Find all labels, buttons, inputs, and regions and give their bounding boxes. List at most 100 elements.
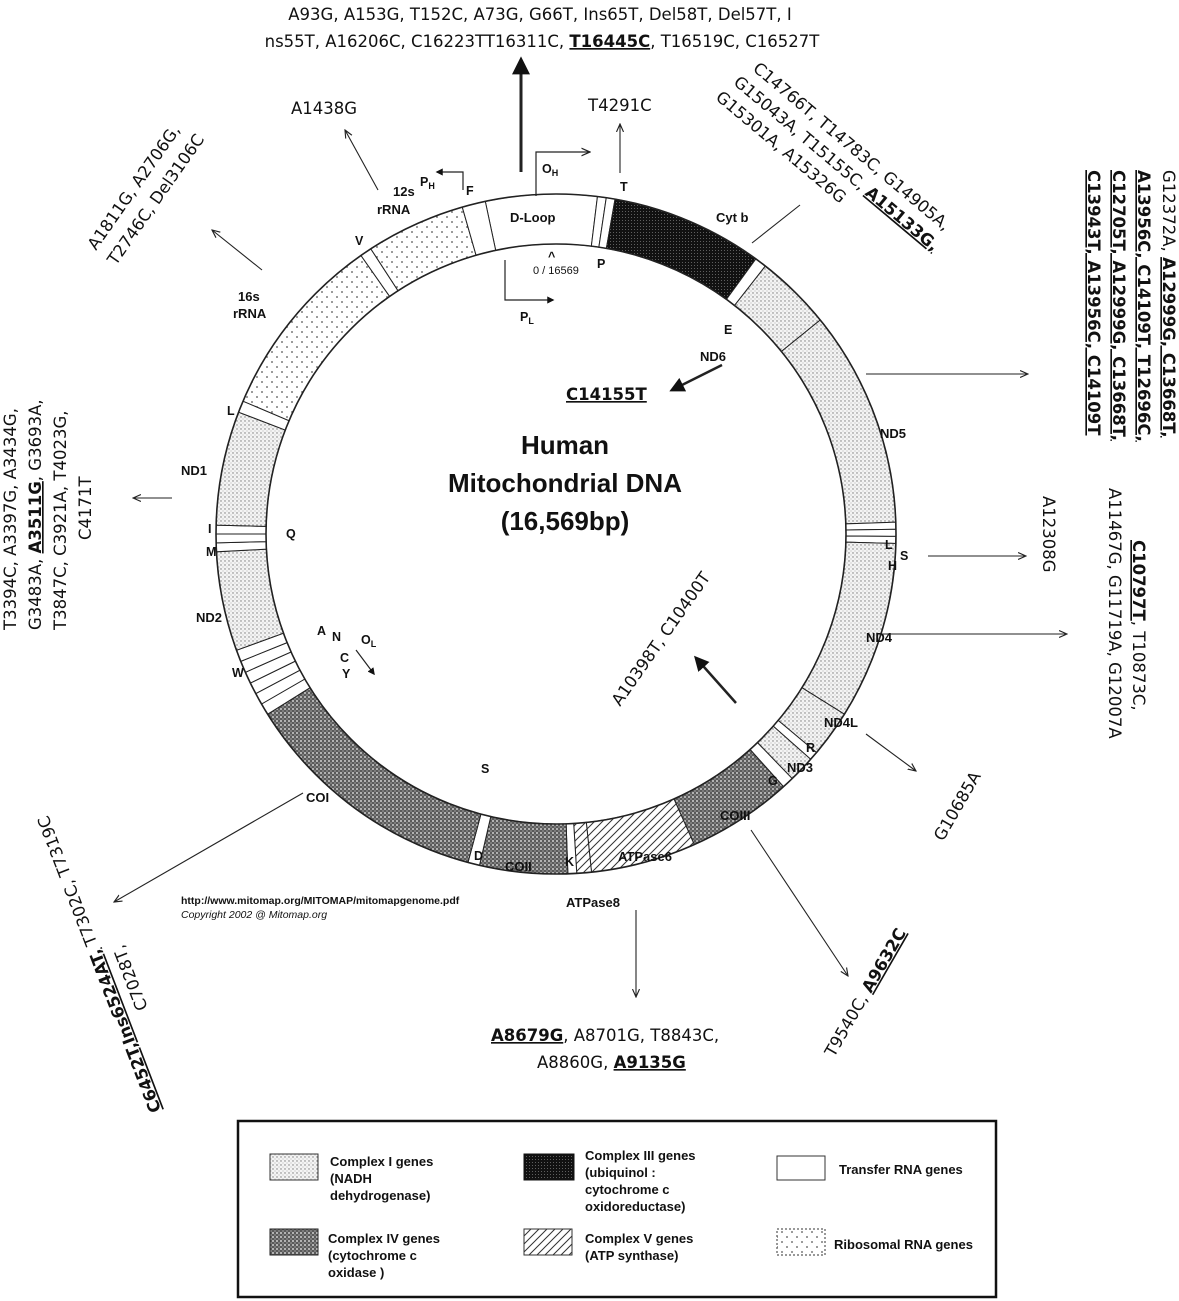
- origin-marker: ^: [548, 250, 556, 264]
- mutation-labels: A93G, A153G, T152C, A73G, G66T, Ins65T, …: [1, 5, 1178, 1115]
- dloop-mutations-1: A93G, A153G, T152C, A73G, G66T, Ins65T, …: [288, 5, 791, 24]
- rrna16-segment: [242, 254, 391, 422]
- dloop-label: D-Loop: [510, 210, 556, 225]
- rrna12-label-1: 12s: [393, 184, 415, 199]
- rrna12-arrow: [345, 130, 379, 191]
- gene-segments: [215, 193, 897, 875]
- nd3-label: ND3: [787, 760, 813, 775]
- title-line-3: (16,569bp): [501, 506, 630, 536]
- legend-complex4-3: oxidase ): [328, 1265, 384, 1280]
- nd1-segment: [215, 411, 286, 527]
- legend-complex3-3: cytochrome c: [585, 1182, 670, 1197]
- center-title: Human Mitochondrial DNA (16,569bp): [448, 430, 682, 536]
- coi-mutations: C7028T, C6452T,Ins6524AT, T7302C, T7319C: [34, 813, 165, 1115]
- rrna16-mutations: A1811G, A2706G, T2746C, Del3106C: [84, 121, 208, 269]
- svg-text:A11467G, G11719A, G12007A: A11467G, G11719A, G12007A: [1105, 488, 1124, 739]
- legend-complex5-2: (ATP synthase): [585, 1248, 678, 1263]
- legend-complex4-1: Complex IV genes: [328, 1231, 440, 1246]
- svg-text:T9540C, A9632C: T9540C, A9632C: [821, 925, 910, 1061]
- nd1-label: ND1: [181, 463, 207, 478]
- connectors: [114, 56, 1067, 997]
- legend-swatch-complex1: [269, 1153, 319, 1181]
- nd6-mutation: C14155T: [566, 385, 648, 404]
- trna-w: W: [232, 666, 244, 680]
- trna-c: C: [340, 651, 349, 665]
- svg-text:C12705T, A12999G, C13668T,: C12705T, A12999G, C13668T,: [1109, 170, 1128, 441]
- trna-q-segment: [215, 533, 267, 544]
- svg-text:A10398T, C10400T: A10398T, C10400T: [608, 568, 715, 709]
- svg-text:C13943T, A13956C, C14109T: C13943T, A13956C, C14109T: [1084, 170, 1103, 436]
- pl-label: PL: [520, 310, 534, 326]
- trna-s2-segment: [845, 528, 897, 537]
- trna-l2: L: [885, 538, 893, 552]
- oh-label: OH: [542, 162, 558, 178]
- legend-complex5-1: Complex V genes: [585, 1231, 693, 1246]
- legend-swatch-rrna: [776, 1228, 826, 1256]
- nd6-arrow: [669, 363, 723, 392]
- source-copyright: Copyright 2002 @ Mitomap.org: [181, 909, 327, 921]
- legend: Complex I genes (NADH dehydrogenase) Com…: [236, 1119, 998, 1299]
- svg-text:C4171T: C4171T: [76, 475, 95, 540]
- trna-l1: L: [227, 404, 235, 418]
- nd5-segment: [780, 319, 897, 525]
- legend-complex4-2: (cytochrome c: [328, 1248, 417, 1263]
- trna-t-mutation: T4291C: [587, 96, 652, 115]
- rrna12-label-2: rRNA: [377, 202, 411, 217]
- source-credit: http://www.mitomap.org/MITOMAP/mitomapge…: [181, 895, 460, 921]
- trna-m: M: [206, 545, 216, 559]
- coi-label: COI: [306, 790, 329, 805]
- rrna12-mutation: A1438G: [291, 99, 357, 118]
- svg-text:T3847C, C3921A, T4023G,: T3847C, C3921A, T4023G,: [51, 411, 70, 631]
- legend-swatch-complex3: [523, 1153, 575, 1181]
- trna-f: F: [466, 184, 474, 198]
- trna-n: N: [332, 630, 341, 644]
- nd5-mutations: G12372A, A12999G, C13668T, A13956C, C141…: [1084, 170, 1178, 442]
- svg-text:G10685A: G10685A: [930, 768, 985, 844]
- svg-text:G15043A, T15155C, A15133G,: G15043A, T15155C, A15133G,: [730, 72, 943, 255]
- title-line-1: Human: [521, 430, 609, 460]
- ls-mutation: A12308G: [1039, 496, 1058, 573]
- cytb-mutations: C14766T, T14783C, G14905A, G15043A, T151…: [712, 59, 954, 255]
- legend-complex1-3: dehydrogenase): [330, 1188, 430, 1203]
- trna-q: Q: [286, 527, 296, 541]
- nd4-mutations: C10797T, T10873C, A11467G, G11719A, G120…: [1105, 488, 1148, 739]
- nd4l-mutation: G10685A: [930, 768, 985, 844]
- svg-text:C6452T,Ins6524AT, T7302C, T731: C6452T,Ins6524AT, T7302C, T7319C: [34, 813, 165, 1115]
- nd2-label: ND2: [196, 610, 222, 625]
- trna-d: D: [474, 849, 483, 863]
- svg-text:T3394C, A3397G, A3434G,: T3394C, A3397G, A3434G,: [1, 408, 20, 631]
- gene-labels: Cyt b ND6 ND5 ND4 ND4L ND3 COIII ATPase6…: [181, 184, 906, 910]
- nd6-label: ND6: [700, 349, 726, 364]
- ol-arrow: [355, 649, 375, 676]
- legend-complex3-1: Complex III genes: [585, 1148, 696, 1163]
- atp8-label: ATPase8: [566, 895, 620, 910]
- trna-s2: S: [900, 549, 908, 563]
- nd4-label: ND4: [866, 630, 893, 645]
- ring: [215, 193, 897, 875]
- coiii-label: COIII: [720, 808, 750, 823]
- legend-box: [236, 1119, 998, 1299]
- svg-text:A13956C, C14109T, T12696C,: A13956C, C14109T, T12696C,: [1134, 170, 1153, 442]
- coii-label: COII: [505, 859, 532, 874]
- trna-k: K: [565, 855, 574, 869]
- cytb-label: Cyt b: [716, 210, 749, 225]
- legend-swatch-complex4: [269, 1228, 319, 1256]
- legend-rrna: Ribosomal RNA genes: [834, 1237, 973, 1252]
- trna-y: Y: [342, 667, 351, 681]
- trna-h-segment: [845, 521, 897, 531]
- atp6-label: ATPase6: [618, 849, 672, 864]
- trna-e: E: [724, 323, 732, 337]
- svg-text:G3483A, A3511G, G3693A,: G3483A, A3511G, G3693A,: [26, 399, 45, 630]
- svg-text:C10797T, T10873C,: C10797T, T10873C,: [1129, 540, 1148, 711]
- legend-complex1-1: Complex I genes: [330, 1154, 433, 1169]
- coi-arrow: [114, 792, 304, 902]
- rrna16-label-2: rRNA: [233, 306, 267, 321]
- cytb-arrow: [751, 204, 801, 244]
- coiii-mutations: T9540C, A9632C: [821, 925, 910, 1061]
- control-region: D-Loop ^ 0 / 16569 OH PH PL OL: [355, 152, 590, 676]
- oh-arrow: [535, 152, 590, 196]
- legend-complex1-2: (NADH: [330, 1171, 372, 1186]
- legend-complex3-4: oxidoreductase): [585, 1199, 685, 1214]
- trna-g: G: [768, 774, 778, 788]
